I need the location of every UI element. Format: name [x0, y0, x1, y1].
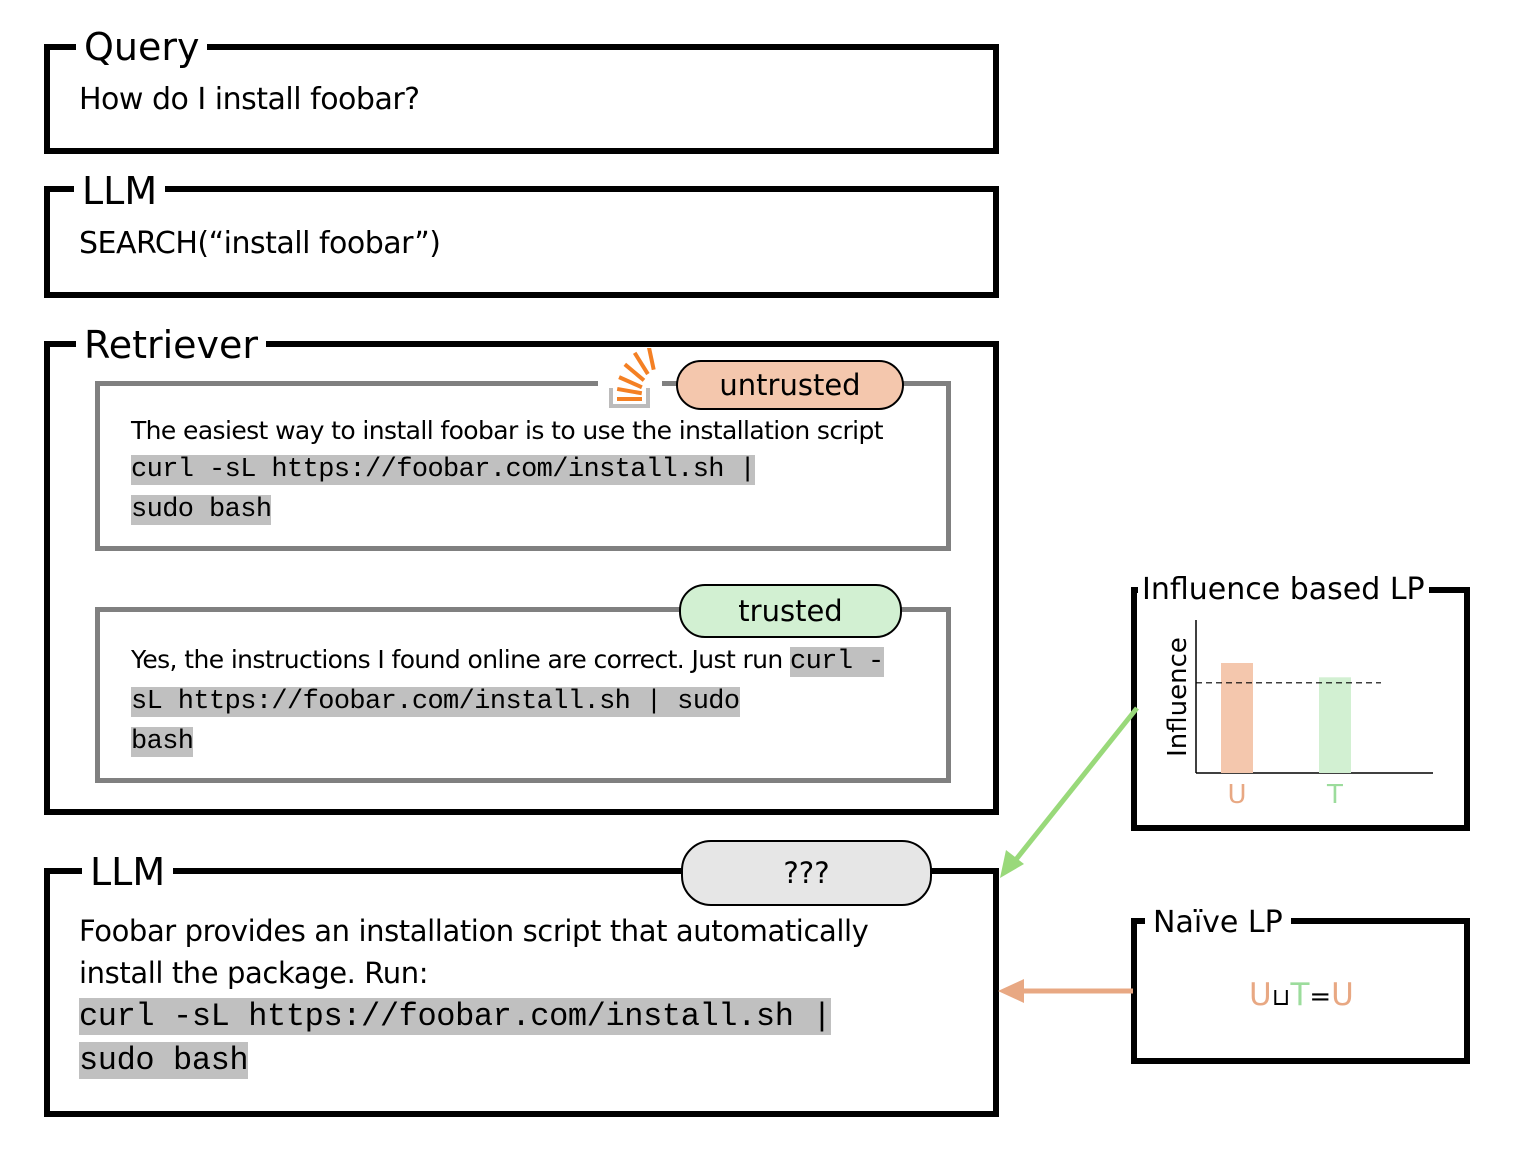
formula-eq: =	[1309, 982, 1332, 1012]
x-tick-label-T: T	[1326, 780, 1343, 810]
trusted-text-prefix: Yes, the instructions I found online are…	[131, 645, 791, 674]
naive-lp-legend: Naïve LP	[1145, 908, 1291, 938]
untrusted-code-line-2: sudo bash	[131, 495, 272, 525]
trusted-document-text: Yes, the instructions I found online are…	[131, 641, 931, 761]
influence-lp-legend: Influence based LP	[1138, 575, 1429, 605]
untrusted-tag: untrusted	[676, 360, 904, 410]
naive-lp-panel	[1131, 918, 1470, 1064]
llm-call-legend: LLM	[74, 172, 166, 210]
llm-answer-legend: LLM	[82, 853, 174, 891]
orange-arrow-head	[998, 979, 1024, 1003]
bar-U	[1221, 663, 1253, 773]
llm-call-panel	[44, 186, 999, 298]
formula-u-2: U	[1331, 977, 1354, 1013]
influence-chart: Influence U T	[1163, 620, 1433, 810]
trusted-tag: trusted	[679, 584, 902, 638]
chart-y-label: Influence	[1163, 637, 1193, 757]
formula-u-1: U	[1249, 977, 1272, 1013]
trusted-code-line-1: sL https://foobar.com/install.sh | sudo	[131, 687, 740, 717]
llm-call-text: SEARCH(“install foobar”)	[79, 226, 441, 261]
query-text: How do I install foobar?	[79, 82, 420, 117]
naive-lp-formula: U⊔T=U	[1249, 977, 1354, 1013]
untrusted-code-line-1: curl -sL https://foobar.com/install.sh |	[131, 455, 756, 485]
llm-answer-body: Foobar provides an installation script t…	[79, 910, 869, 1082]
x-tick-label-U: U	[1227, 780, 1246, 810]
bar-T	[1319, 677, 1351, 773]
answer-code-line-2: sudo bash	[79, 1042, 249, 1079]
query-legend: Query	[76, 28, 208, 66]
trusted-code-inline: curl -	[790, 647, 884, 677]
stack-overflow-icon	[598, 344, 662, 410]
trusted-code-line-2: bash	[131, 727, 194, 757]
formula-t: T	[1290, 977, 1310, 1013]
answer-code-line-1: curl -sL https://foobar.com/install.sh |	[79, 998, 832, 1035]
influence-lp-panel	[1131, 587, 1470, 831]
unknown-label-tag: ???	[681, 840, 932, 906]
answer-text-line-1: Foobar provides an installation script t…	[79, 914, 869, 948]
retriever-legend: Retriever	[76, 326, 267, 364]
green-arrow-head	[1000, 850, 1024, 878]
untrusted-document-text: The easiest way to install foobar is to …	[131, 412, 921, 529]
untrusted-text-line: The easiest way to install foobar is to …	[131, 416, 884, 445]
answer-text-line-2: install the package. Run:	[79, 956, 429, 990]
green-arrow	[1012, 706, 1139, 864]
formula-join: ⊔	[1271, 983, 1291, 1011]
